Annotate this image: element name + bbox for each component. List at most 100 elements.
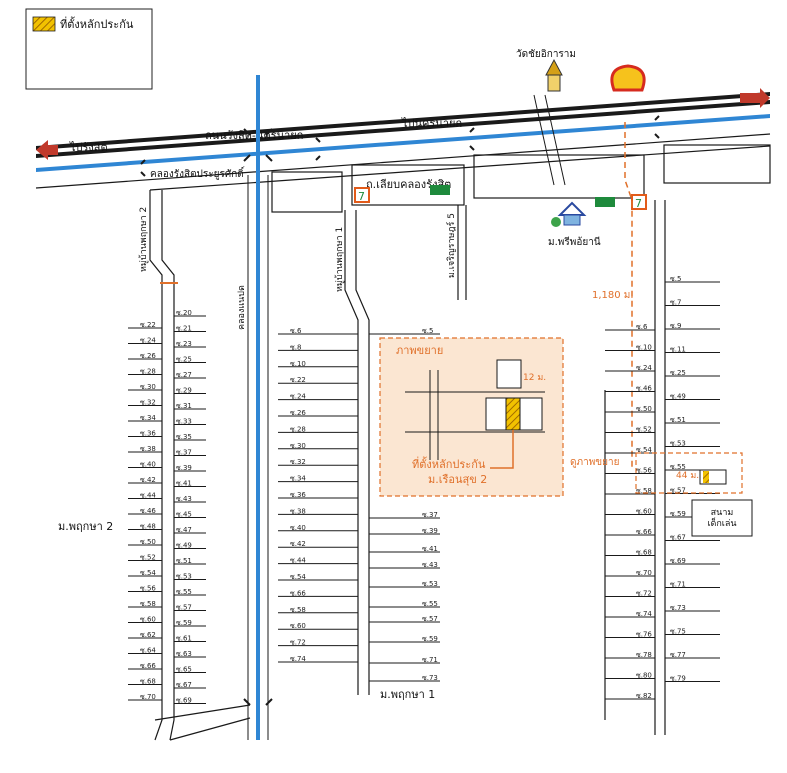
lot-label: ซ.78 — [636, 651, 652, 659]
to-nakhon-nayok-label: ไปนครนายก — [401, 117, 462, 130]
lot-label: ซ.33 — [176, 418, 192, 426]
lot-label: ซ.59 — [176, 619, 192, 627]
lot-label: ซ.42 — [140, 476, 156, 484]
lot-label: ซ.41 — [422, 545, 438, 553]
lot-label: ซ.34 — [140, 414, 156, 422]
lot-label: ซ.82 — [636, 692, 652, 700]
lot-label: ซ.67 — [670, 534, 686, 542]
lot-label: ซ.38 — [290, 507, 306, 515]
lot-label: ซ.37 — [176, 449, 192, 457]
frontage-road — [149, 144, 771, 213]
enlarged-view-2-label: ดูภาพขยาย — [570, 457, 619, 468]
lot-label: ซ.24 — [290, 393, 306, 401]
lot-label: ซ.66 — [140, 662, 156, 670]
lots-layer: ซ.22ซ.24ซ.26ซ.28ซ.30ซ.32ซ.34ซ.36ซ.38ซ.40… — [128, 275, 720, 705]
lot-label: ซ.68 — [140, 678, 156, 686]
lot-label: ซ.39 — [176, 464, 192, 472]
lot-label: ซ.27 — [176, 371, 192, 379]
lot-label: ซ.20 — [176, 309, 192, 317]
shell-logo-icon — [610, 64, 646, 92]
distance-label: 1,180 ม. — [592, 290, 634, 301]
enlarged-view-label: ภาพขยาย — [396, 344, 443, 357]
lot-label: ซ.43 — [422, 561, 438, 569]
lot-label: ซ.37 — [422, 511, 438, 519]
frontage-road-label: ถ.เลียบคลองรังสิต — [366, 178, 451, 191]
lot-label: ซ.28 — [290, 425, 306, 433]
lot-label: ซ.71 — [422, 656, 438, 664]
arrow-left-icon — [36, 140, 58, 160]
width-44-label: 44 ม. — [676, 471, 699, 481]
village-icon — [551, 201, 587, 227]
lot-label: ซ.25 — [670, 369, 686, 377]
lot-label: ซ.80 — [636, 672, 652, 680]
lot-label: ซ.64 — [140, 647, 156, 655]
lot-label: ซ.72 — [636, 590, 652, 598]
bottom-roads — [154, 704, 251, 741]
lot-label: ซ.57 — [422, 615, 438, 623]
lot-label: ซ.63 — [176, 650, 192, 658]
legend-label: ที่ตั้งหลักประกัน — [60, 16, 134, 31]
lot-label: ซ.75 — [670, 628, 686, 636]
legend-swatch — [32, 16, 56, 32]
lot-label: ซ.21 — [176, 325, 192, 333]
lot-label: ซ.44 — [290, 557, 306, 565]
main-road-label: ถนนรังสิต-นครนายก — [205, 129, 303, 142]
lot-label: ซ.70 — [636, 569, 652, 577]
lot-label: ซ.25 — [176, 356, 192, 364]
shop-sign-icon — [430, 185, 615, 207]
lot-label: ซ.40 — [290, 524, 306, 532]
village-label: ม.พรีพอ้ยานี — [548, 236, 601, 248]
lot-label: ซ.30 — [140, 383, 156, 391]
lot-label: ซ.45 — [176, 511, 192, 519]
distance-route — [624, 122, 633, 470]
lot-label: ซ.76 — [636, 631, 652, 639]
lot-label: ซ.69 — [176, 697, 192, 705]
lot-label: ซ.26 — [290, 409, 306, 417]
pruksa1-road-label: หมู่บ้านพฤกษา 1 — [334, 227, 345, 292]
lot-label: ซ.68 — [636, 549, 652, 557]
lot-label: ซ.62 — [140, 631, 156, 639]
lot-label: ซ.42 — [290, 540, 306, 548]
lot-label: ซ.24 — [636, 364, 652, 372]
arrow-right-icon — [740, 88, 770, 108]
collateral-site-label: ที่ตั้งหลักประกัน — [412, 456, 486, 471]
lot-label: ซ.65 — [176, 666, 192, 674]
lot-label: ซ.51 — [670, 416, 686, 424]
svg-text:7: 7 — [635, 197, 642, 210]
pruksa2-road — [149, 190, 178, 741]
vertical-canal-label: คลองแนปด — [237, 285, 247, 330]
lot-label: ซ.74 — [290, 655, 306, 663]
lot-label: ซ.32 — [140, 399, 156, 407]
lot-label: ซ.46 — [636, 385, 652, 393]
lot-label: ซ.22 — [290, 376, 306, 384]
lot-label: ซ.43 — [176, 495, 192, 503]
lot-label: ซ.11 — [670, 346, 686, 354]
lot-label: ซ.61 — [176, 635, 192, 643]
pruksa1-village-label: ม.พฤกษา 1 — [380, 688, 435, 701]
collateral-plot — [505, 397, 521, 431]
lot-label: ซ.5 — [670, 275, 681, 283]
lot-label: ซ.46 — [140, 507, 156, 515]
legend: ที่ตั้งหลักประกัน — [25, 8, 153, 90]
enlarged-inset — [379, 337, 564, 497]
canal-label: คลองรังสิตประยูรศักดิ์ — [150, 166, 245, 180]
playground-label: สนามเด็กเล่น — [707, 508, 736, 529]
main-road — [35, 92, 771, 189]
lot-label: ซ.55 — [176, 588, 192, 596]
pruksa2-village-label: ม.พฤกษา 2 — [58, 520, 113, 533]
lot-label: ซ.53 — [670, 440, 686, 448]
lot-label: ซ.38 — [140, 445, 156, 453]
to-rangsit-label: ไปรังสิต — [69, 141, 108, 154]
lot-label: ซ.28 — [140, 368, 156, 376]
charoenrat5-label: ม.เจริญราษฎร์ 5 — [445, 213, 457, 278]
lot-label: ซ.50 — [140, 538, 156, 546]
lot-label: ซ.24 — [140, 337, 156, 345]
lot-label: ซ.32 — [290, 458, 306, 466]
lot-label: ซ.10 — [290, 360, 306, 368]
lot-label: ซ.67 — [176, 681, 192, 689]
lot-label: ซ.57 — [670, 487, 686, 495]
lot-label: ซ.60 — [140, 616, 156, 624]
pruksa2-road-label: หมู่บ้านพฤกษา 2 — [138, 207, 149, 272]
lot-label: ซ.59 — [422, 635, 438, 643]
